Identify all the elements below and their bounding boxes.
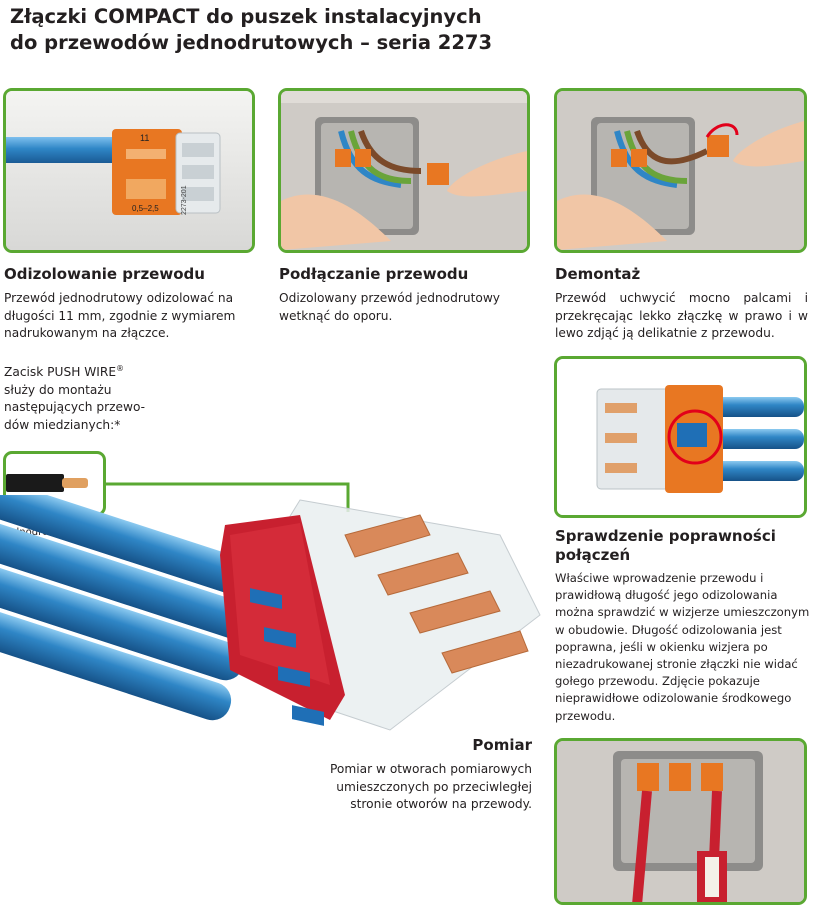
step-3-heading: Demontaż xyxy=(555,265,641,283)
photo-inspection-window xyxy=(554,356,807,518)
check-heading: Sprawdzenie poprawności połączeń xyxy=(555,527,810,565)
photo-stripping: 11 2273-201 0,5–2,5 xyxy=(3,88,255,253)
label-11: 11 xyxy=(140,133,149,143)
measure-line-3: stronie otworów na przewody. xyxy=(350,797,532,811)
label-model: 2273-201 xyxy=(181,185,188,215)
connector-illustration xyxy=(0,495,541,731)
step-2-heading: Podłączanie przewodu xyxy=(279,265,469,283)
step-2-text: Odizolowany przewód jednodrutowy wetknąć… xyxy=(279,291,501,323)
step-1-heading: Odizolowanie przewodu xyxy=(4,265,205,283)
photo-measurement xyxy=(554,738,807,905)
push-wire-line-4: dów miedzianych:* xyxy=(4,417,121,432)
photo-inserting xyxy=(278,88,530,253)
push-wire-line-1: Zacisk PUSH WIRE xyxy=(4,365,117,380)
measure-text: Pomiar w otworach pomiarowych umieszczon… xyxy=(280,761,532,814)
label-range: 0,5–2,5 xyxy=(132,204,159,213)
push-wire-line-3: następujących przewo- xyxy=(4,400,146,415)
step-3-text: Przewód uchwycić mocno palcami i przekrę… xyxy=(555,291,808,340)
callout-line xyxy=(104,482,350,512)
photo-disassembly xyxy=(554,88,807,253)
title-line-1: Złączki COMPACT do puszek instalacyjnych xyxy=(10,5,482,28)
measure-line-1: Pomiar w otworach pomiarowych xyxy=(330,762,532,776)
push-wire-text: Zacisk PUSH WIRE® służy do montażu nastę… xyxy=(4,360,174,434)
check-text: Właściwe wprowadzenie przewodu i prawidł… xyxy=(555,571,810,723)
check-heading-line-1: Sprawdzenie poprawności xyxy=(555,527,776,545)
check-heading-line-2: połączeń xyxy=(555,546,631,564)
title-line-2: do przewodów jednodrutowych – seria 2273 xyxy=(10,31,493,54)
registered-mark: ® xyxy=(116,364,125,373)
measure-line-2: umieszczonych po przeciwległej xyxy=(336,779,532,794)
measure-heading: Pomiar xyxy=(472,736,532,754)
step-1-text: Przewód jednodrutowy odizolować na długo… xyxy=(4,291,236,340)
page-title: Złączki COMPACT do puszek instalacyjnych… xyxy=(10,4,630,56)
push-wire-line-2: służy do montażu xyxy=(4,382,112,397)
